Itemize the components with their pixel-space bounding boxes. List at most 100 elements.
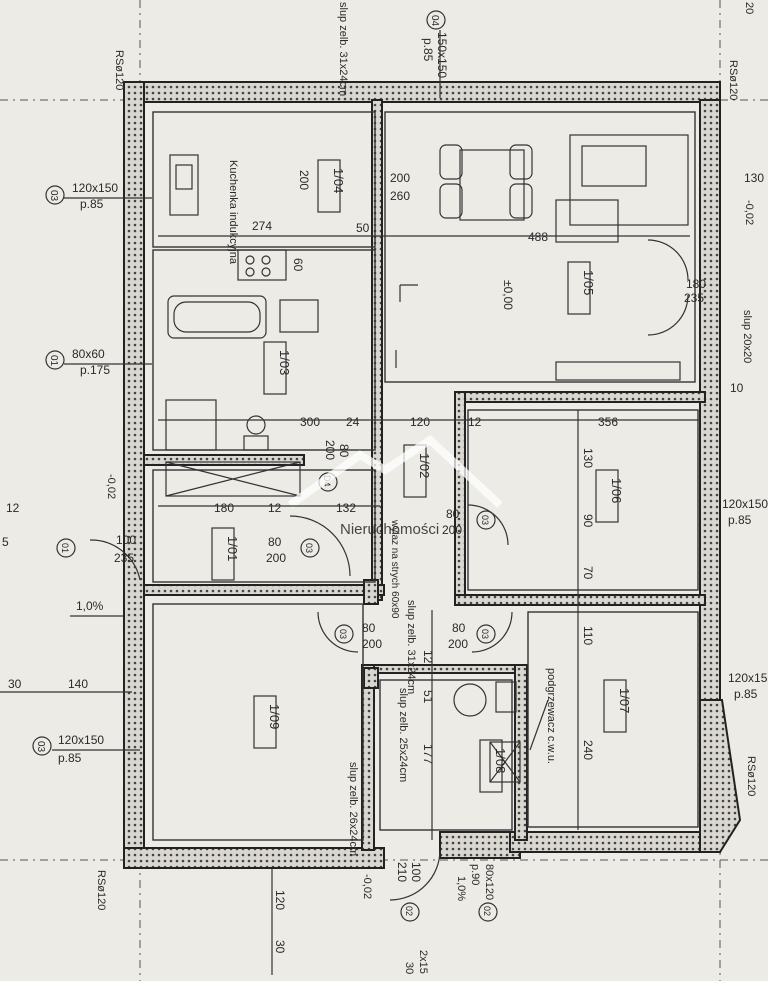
level-label: -0,02 [105,474,117,499]
attic-hatch-label: wylaz na strych 60x90 [389,519,400,619]
dim: 130 [744,171,764,185]
cooktop [237,249,287,281]
door-height: 200 [442,523,462,537]
bathtub [167,295,267,339]
rs-label: RSø120 [745,756,757,796]
dim: 90 [581,514,595,528]
room-1-04: 1/04 [331,168,346,193]
dim: 132 [336,501,356,515]
dim: 60 [291,258,305,272]
fixtures [165,134,689,783]
door-width: 80 [337,444,351,458]
door-width: 80 [268,535,282,549]
window-size: 150x150 [435,32,449,78]
dim: 12 [268,501,282,515]
dim: 24 [346,415,360,429]
dim: 120 [273,890,287,910]
watermark-logo [287,434,503,509]
door-height: 200 [448,637,468,651]
heater-label: podgrzewacz c.w.u. [545,668,557,764]
window-labels: 03 120x150 p.85 01 80x60 p.175 03 120x15… [32,10,768,900]
window-sill: p.85 [728,513,752,527]
pillar-label: slup zelb. 26x24cm [347,762,359,856]
window-tag: 03 [48,190,59,202]
door-tag: 03 [304,543,314,553]
door-width: 180 [686,277,706,291]
dim: 12 [468,415,482,429]
room-1-08: 1/08 [493,748,508,773]
dim: 50 [356,221,370,235]
dim: 356 [598,415,618,429]
outer-walls [123,81,742,869]
pillar-label: slup 20x20 [741,310,753,363]
window-sill: p.85 [58,751,82,765]
dim: 12 [6,501,20,515]
dim: 200 [297,170,311,190]
dim: 177 [421,744,435,764]
door-tag: 02 [404,906,414,916]
door-labels: 80 200 D4 80 200 03 80 200 03 80 200 03 … [56,277,706,922]
room-1-05: 1/05 [581,270,596,295]
pillar-label: slup zelb. 31x24cm [337,2,349,96]
room-1-03: 1/03 [277,350,292,375]
coffee-table [555,199,619,243]
window-sill: p.90 [469,864,481,885]
pillar-label: slup zelb. 31x24cm [405,600,417,694]
door-height: 200 [323,440,337,460]
window-size: 120x150 [72,181,118,195]
level-label: -0,02 [361,874,373,899]
dim: 12 [421,650,435,664]
window-size: 120x15 [728,671,768,685]
window-tag: 04 [429,15,440,27]
washbasin [279,299,319,333]
room-1-09: 1/09 [267,704,282,729]
dim: 70 [581,566,595,580]
door-width: 100 [116,533,136,547]
door-tag: 03 [480,515,490,525]
dim: 274 [252,219,272,233]
door-height: 235 [684,291,704,305]
interior-walls [143,99,706,851]
pillar-label: slup zelb. 25x24cm [397,688,409,782]
door-tag: 03 [480,629,490,639]
dim: 30 [273,940,287,954]
dim: 30 [8,677,22,691]
sofa [569,134,689,226]
dim: 51 [421,690,435,704]
room-tags: 1/04 1/05 1/03 1/02 1/06 1/01 1/07 1/08 … [211,159,632,793]
rs-label: RSø120 [727,60,739,100]
rs-label: RSø120 [113,50,125,90]
window-size: 120x150 [58,733,104,747]
rs-label: RSø120 [95,870,107,910]
door-swings [89,239,689,901]
door-height: 235 [114,551,134,565]
dim: 130 [581,448,595,468]
door-width: 100 [409,862,423,882]
door-width: 80 [452,621,466,635]
dining-table [459,149,525,221]
dim: 240 [581,740,595,760]
room-1-06: 1/06 [609,478,624,503]
window-size: 120x150 [722,497,768,511]
dim: 488 [528,230,548,244]
door-height: 200 [266,551,286,565]
door-tag: 01 [60,543,70,553]
dim: 2x15 [417,950,429,974]
window-size: 80x60 [72,347,105,361]
window-sill: p.85 [734,687,758,701]
dim: 110 [581,626,595,645]
window-sill: p.175 [80,363,110,377]
dim: 180 [214,501,234,515]
annotations: Kuchenka indukcyjna slup zelb. 31x24cm s… [70,2,757,910]
toilet [246,415,266,435]
door-height: 210 [395,862,409,882]
room-1-02: 1/02 [417,453,432,478]
slope-label: 1,0% [76,599,104,613]
dim: 300 [300,415,320,429]
dim: 20 [743,2,755,14]
stair-hatch [165,461,301,497]
room-1-07: 1/07 [617,688,632,713]
shower [165,399,217,451]
window-tag: 03 [35,741,46,753]
tv-unit [555,361,681,381]
